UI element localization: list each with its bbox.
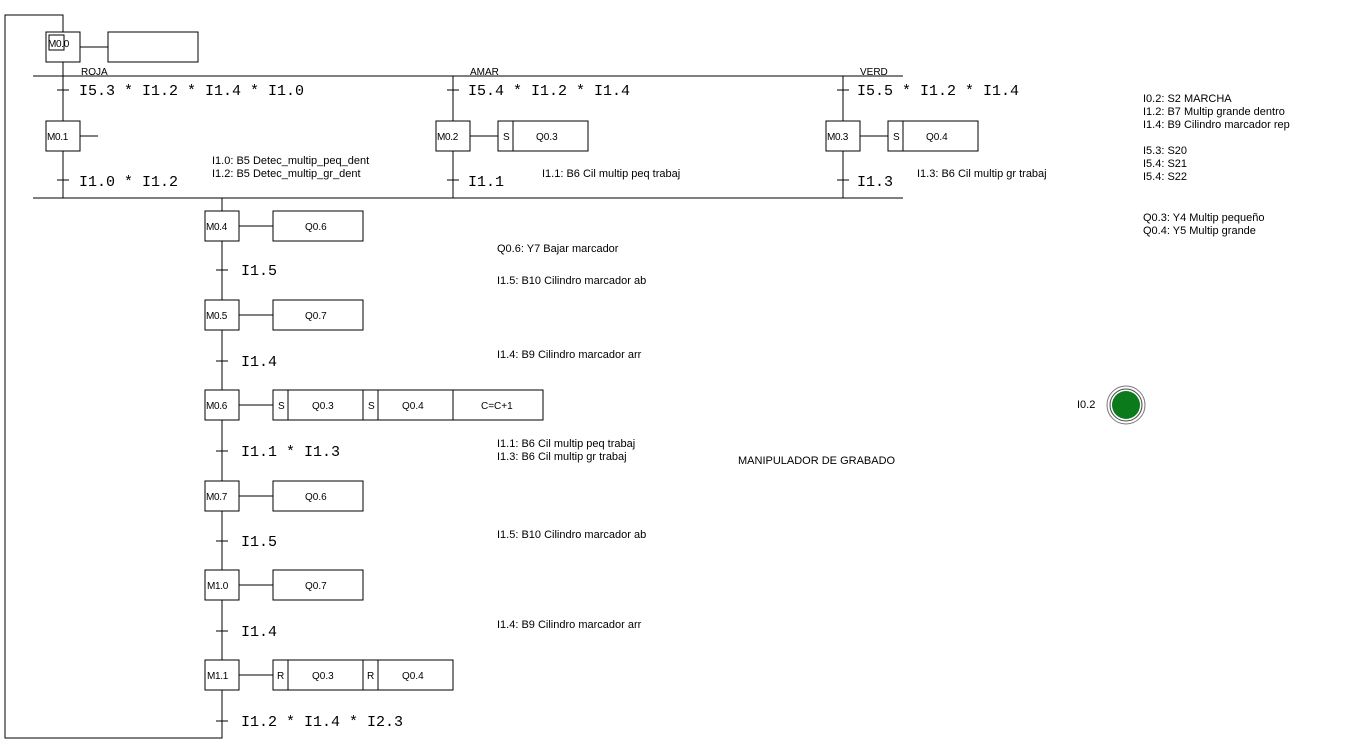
io-legend: I0.2: S2 MARCHA I1.2: B7 Multip grande d… [1143, 93, 1290, 237]
action-m06: S Q0.3 S Q0.4 C=C+1 [272, 389, 544, 421]
action-box-empty [107, 31, 199, 63]
branch-label-roja: ROJA [81, 67, 108, 78]
note: I1.3: B6 Cil multip gr trabaj [917, 168, 1047, 180]
step-m00[interactable]: M0.0 [45, 31, 81, 63]
svg-text:I1.4: B9 Cilindro marcador rep: I1.4: B9 Cilindro marcador rep [1143, 119, 1290, 131]
svg-text:M1.0: M1.0 [207, 581, 229, 592]
indicator-light[interactable] [1106, 385, 1146, 425]
action-m07: Q0.6 [272, 480, 364, 512]
note: I1.5: B10 Cilindro marcador ab [497, 275, 646, 287]
action-m03: S Q0.4 [887, 120, 979, 152]
svg-text:I5.4: S21: I5.4: S21 [1143, 158, 1187, 170]
transition-condition: I1.5 [241, 263, 277, 280]
step-m11[interactable]: M1.1 [204, 659, 240, 691]
svg-text:I5.3: S20: I5.3: S20 [1143, 145, 1187, 157]
indicator-label: I0.2 [1077, 399, 1095, 411]
note: I1.2: B5 Detec_multip_gr_dent [212, 168, 361, 180]
svg-text:I0.2: S2 MARCHA: I0.2: S2 MARCHA [1143, 93, 1232, 105]
svg-text:S: S [503, 132, 510, 143]
svg-text:S: S [893, 132, 900, 143]
svg-text:S: S [368, 401, 375, 412]
note: I1.4: B9 Cilindro marcador arr [497, 619, 642, 631]
svg-text:Q0.4: Y5 Multip grande: Q0.4: Y5 Multip grande [1143, 225, 1256, 237]
action-m02: S Q0.3 [497, 120, 589, 152]
step-m06[interactable]: M0.6 [204, 389, 240, 421]
action-m05: Q0.7 [272, 299, 364, 331]
step-m05[interactable]: M0.5 [204, 299, 240, 331]
svg-text:M0.0: M0.0 [48, 39, 70, 50]
svg-text:R: R [367, 671, 374, 682]
note: I1.1: B6 Cil multip peq trabaj [497, 438, 635, 450]
transition-condition: I5.3 * I1.2 * I1.4 * I1.0 [79, 83, 304, 100]
step-m04[interactable]: M0.4 [204, 210, 240, 242]
step-m02[interactable]: M0.2 [435, 120, 471, 152]
svg-text:Q0.7: Q0.7 [305, 581, 327, 592]
svg-text:M0.3: M0.3 [827, 132, 849, 143]
note: Q0.6: Y7 Bajar marcador [497, 243, 619, 255]
svg-text:I5.4: S22: I5.4: S22 [1143, 171, 1187, 183]
transition-condition: I1.1 * I1.3 [241, 444, 340, 461]
step-m01[interactable]: M0.1 [45, 120, 81, 152]
note: I1.5: B10 Cilindro marcador ab [497, 529, 646, 541]
transition-condition: I1.0 * I1.2 [79, 174, 178, 191]
svg-text:R: R [277, 671, 284, 682]
transition-condition: I5.4 * I1.2 * I1.4 [468, 83, 630, 100]
svg-text:M0.2: M0.2 [437, 132, 459, 143]
svg-text:S: S [278, 401, 285, 412]
svg-text:Q0.6: Q0.6 [305, 492, 327, 503]
transition-condition: I1.3 [857, 174, 893, 191]
svg-text:M0.4: M0.4 [206, 222, 228, 233]
transition-condition: I1.1 [468, 174, 504, 191]
svg-text:Q0.3: Q0.3 [312, 671, 334, 682]
note: I1.0: B5 Detec_multip_peq_dent [212, 155, 369, 167]
svg-text:M0.5: M0.5 [206, 311, 228, 322]
transition-condition: I1.4 [241, 354, 277, 371]
transition-condition: I1.5 [241, 534, 277, 551]
note: I1.4: B9 Cilindro marcador arr [497, 349, 642, 361]
action-m10: Q0.7 [272, 569, 364, 601]
svg-text:Q0.6: Q0.6 [305, 222, 327, 233]
step-m10[interactable]: M1.0 [204, 569, 240, 601]
note: I1.3: B6 Cil multip gr trabaj [497, 451, 627, 463]
transition-condition: I5.5 * I1.2 * I1.4 [857, 83, 1019, 100]
svg-text:M0.7: M0.7 [206, 492, 228, 503]
svg-text:C=C+1: C=C+1 [481, 401, 513, 412]
svg-text:M1.1: M1.1 [207, 671, 229, 682]
svg-text:Q0.3: Q0.3 [536, 132, 558, 143]
loop-back-line [4, 14, 223, 739]
step-m07[interactable]: M0.7 [204, 480, 240, 512]
transition-condition: I1.4 [241, 624, 277, 641]
action-m11: R Q0.3 R Q0.4 [272, 659, 454, 691]
svg-text:Q0.4: Q0.4 [926, 132, 948, 143]
svg-text:Q0.7: Q0.7 [305, 311, 327, 322]
svg-text:M0.6: M0.6 [206, 401, 228, 412]
transition-condition: I1.2 * I1.4 * I2.3 [241, 714, 403, 731]
svg-text:Q0.3: Q0.3 [312, 401, 334, 412]
svg-text:Q0.3: Y4 Multip pequeño: Q0.3: Y4 Multip pequeño [1143, 212, 1265, 224]
svg-text:Q0.4: Q0.4 [402, 671, 424, 682]
svg-text:M0.1: M0.1 [47, 132, 69, 143]
svg-text:Q0.4: Q0.4 [402, 401, 424, 412]
svg-text:I1.2: B7 Multip grande dentro: I1.2: B7 Multip grande dentro [1143, 106, 1285, 118]
diagram-title: MANIPULADOR DE GRABADO [738, 455, 896, 467]
branch-label-verd: VERD [860, 67, 888, 78]
note: I1.1: B6 Cil multip peq trabaj [542, 168, 680, 180]
step-m03[interactable]: M0.3 [825, 120, 861, 152]
action-m04: Q0.6 [272, 210, 364, 242]
branch-label-amar: AMAR [470, 67, 499, 78]
